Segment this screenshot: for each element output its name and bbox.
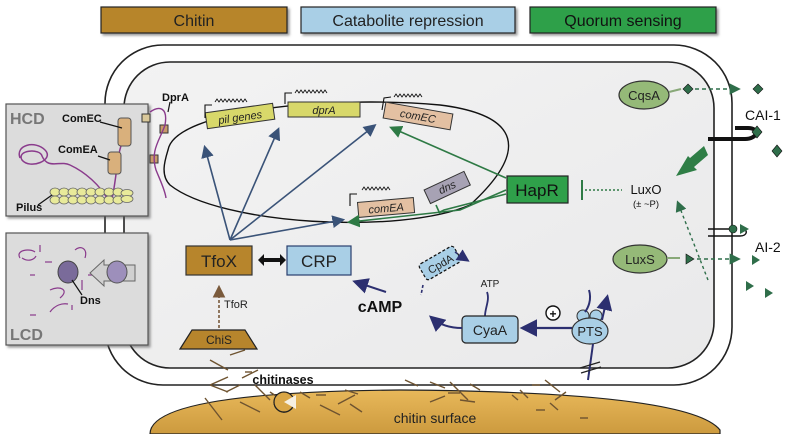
legend-catabolite-label: Catabolite repression: [332, 13, 483, 30]
pts-node: PTS: [571, 309, 609, 345]
dns-label: Dns: [80, 295, 101, 307]
chis-label: ChiS: [206, 333, 232, 347]
chis-node: ChiS: [178, 329, 259, 350]
cpda-degradation-line: [420, 284, 424, 296]
tfox-node: TfoX: [185, 245, 253, 276]
ai2-signal-arrow: [675, 200, 709, 281]
pts-import-arrow: [596, 294, 613, 321]
hapr-activation-arrows: [346, 125, 507, 228]
degraded-dna: [18, 245, 95, 316]
ai2-molecule-icon: [752, 255, 760, 265]
cqsa-node: CqsA: [618, 80, 670, 110]
cai1-molecule-icon: [682, 83, 694, 95]
gene-comec: comEC: [381, 93, 454, 131]
comea-protein: [107, 151, 122, 175]
chitin-surface-label: chitin surface: [394, 410, 477, 426]
luxs-node: LuxS: [612, 244, 668, 274]
hapr-node: HapR: [506, 175, 569, 204]
ai2-molecule-icon: [765, 288, 773, 298]
gene-comea: comEA: [349, 186, 416, 218]
dpra-proteins: [141, 101, 171, 199]
atp-label: ATP: [481, 279, 500, 290]
lcd-title: LCD: [10, 327, 43, 344]
plus-label: +: [549, 307, 556, 321]
cyaa-node: CyaA: [461, 315, 519, 344]
gene-dpra: dprA: [284, 89, 361, 118]
hcd-title: HCD: [10, 111, 45, 128]
chitin-fragments: [204, 349, 588, 421]
legend-chitin: Chitin: [100, 6, 288, 34]
hcd-panel: HCD ComEC ComEA Pilus: [5, 103, 149, 217]
comea-label: ComEA: [58, 144, 98, 156]
comec-protein: [117, 117, 132, 147]
crp-node: CRP: [286, 245, 352, 276]
tfox-crp-interaction-arrow: [258, 254, 286, 266]
luxo-phospho-label: (± ~P): [633, 199, 659, 210]
tfor-label: TfoR: [224, 299, 248, 311]
gene-comea-label: comEA: [368, 201, 404, 216]
crp-label: CRP: [301, 252, 337, 271]
gene-dns: dns: [423, 170, 471, 205]
pilus-label: Pilus: [16, 202, 42, 214]
legend-quorum-label: Quorum sensing: [564, 13, 681, 30]
comec-label: ComEC: [62, 113, 102, 125]
dns-enzyme-icon: [57, 260, 79, 284]
dpra-label: DprA: [162, 92, 189, 104]
camp-crp-arrow: [352, 278, 387, 294]
pathway-break-icon: [579, 361, 601, 369]
chitinases-label: chitinases: [252, 373, 313, 387]
legend-quorum-sensing: Quorum sensing: [529, 6, 717, 34]
tfox-label: TfoX: [201, 252, 237, 271]
pilus-filament: [49, 187, 134, 205]
plus-icon: +: [545, 305, 561, 321]
camp-label: cAMP: [358, 299, 403, 316]
cyaa-camp-arrow: [428, 315, 463, 332]
cai1-molecule-icon: [771, 144, 783, 158]
ai2-molecule-icon: [685, 253, 695, 265]
cai1-signal-arrow: [676, 146, 708, 176]
hapr-label: HapR: [515, 181, 558, 200]
ai2-label: AI-2: [755, 239, 781, 255]
legend-catabolite-repression: Catabolite repression: [300, 6, 516, 34]
chromosome: [163, 101, 510, 224]
gene-pil: pil genes: [204, 98, 276, 130]
cqsa-label: CqsA: [628, 88, 660, 103]
pts-label: PTS: [577, 324, 603, 339]
cyaa-label: CyaA: [473, 322, 508, 338]
lcd-panel: LCD Dns: [5, 232, 149, 346]
luxs-label: LuxS: [625, 252, 655, 267]
legend-chitin-label: Chitin: [174, 13, 215, 30]
dns-secreted-icon: [106, 260, 128, 284]
gene-dpra-label: dprA: [312, 105, 335, 117]
cai1-label: CAI-1: [745, 107, 781, 123]
ai2-molecule-icon: [746, 281, 754, 291]
cai1-molecule-icon: [752, 83, 764, 95]
luxo-label: LuxO: [630, 182, 661, 197]
tfox-activation-arrows: [201, 124, 377, 241]
